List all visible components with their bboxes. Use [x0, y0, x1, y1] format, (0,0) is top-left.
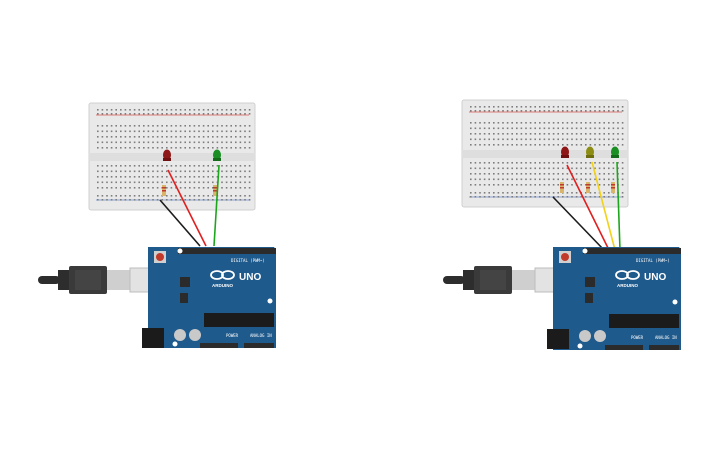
- led-red[interactable]: [561, 146, 569, 159]
- breadboard[interactable]: [461, 99, 629, 208]
- wire-red[interactable]: [566, 164, 610, 251]
- reset-button-icon[interactable]: [559, 251, 571, 263]
- wire-red[interactable]: [167, 169, 207, 247]
- usb-cable-icon: [38, 266, 161, 294]
- led-green[interactable]: [213, 149, 221, 162]
- digital-header[interactable]: [178, 248, 276, 254]
- power-header[interactable]: [605, 345, 643, 350]
- power-jack[interactable]: [142, 328, 164, 348]
- wire-yellow[interactable]: [591, 161, 616, 251]
- breadboard[interactable]: [88, 102, 256, 211]
- power-header-label: POWER: [631, 335, 644, 340]
- analog-header-label: ANALOG IN: [655, 335, 677, 340]
- reset-button-icon[interactable]: [154, 251, 166, 263]
- digital-header-label: DIGITAL (PWM~): [231, 258, 265, 263]
- wire-green[interactable]: [616, 161, 621, 251]
- led-yellow[interactable]: [586, 146, 594, 159]
- arduino-uno-board[interactable]: UNO ARDUINO DIGITAL (PWM~) POWER ANALOG …: [547, 247, 681, 350]
- analog-header[interactable]: [649, 345, 679, 350]
- arduino-brand-label: ARDUINO: [212, 283, 233, 288]
- wire-black[interactable]: [552, 196, 605, 251]
- analog-header[interactable]: [244, 343, 274, 348]
- atmega-chip: [204, 313, 274, 327]
- power-header[interactable]: [200, 343, 238, 348]
- wire-green[interactable]: [213, 164, 220, 247]
- analog-header-label: ANALOG IN: [250, 333, 272, 338]
- arduino-brand-label: ARDUINO: [617, 283, 638, 288]
- arduino-uno-board[interactable]: UNO ARDUINO DIGITAL (PWM~) POWER ANALOG …: [142, 247, 276, 348]
- wire-black[interactable]: [159, 199, 201, 247]
- digital-header[interactable]: [583, 248, 681, 254]
- arduino-infinity-logo-icon: [210, 270, 235, 280]
- circuit-2[interactable]: UNO ARDUINO DIGITAL (PWM~) POWER ANALOG …: [443, 99, 681, 350]
- resistor[interactable]: [611, 182, 615, 193]
- arduino-infinity-logo-icon: [615, 270, 640, 280]
- power-jack[interactable]: [547, 329, 569, 349]
- led-green[interactable]: [611, 146, 619, 159]
- uno-label: UNO: [644, 272, 666, 283]
- led-red[interactable]: [163, 149, 171, 162]
- digital-header-label: DIGITAL (PWM~): [636, 258, 670, 263]
- uno-label: UNO: [239, 272, 261, 283]
- atmega-chip: [609, 314, 679, 328]
- resistor[interactable]: [213, 185, 217, 196]
- resistor[interactable]: [586, 182, 590, 193]
- resistor[interactable]: [560, 182, 564, 193]
- resistor[interactable]: [162, 185, 166, 196]
- circuit-1[interactable]: UNO ARDUINO DIGITAL (PWM~) POWER ANALOG …: [38, 102, 276, 348]
- usb-cable-icon: [443, 266, 566, 294]
- power-header-label: POWER: [226, 333, 239, 338]
